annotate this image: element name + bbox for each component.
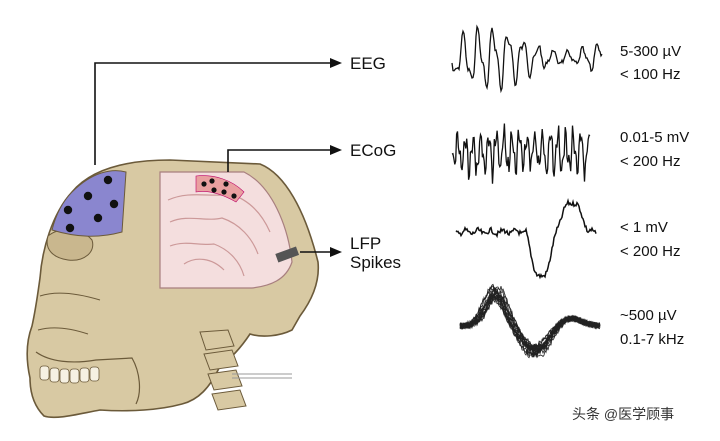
eeg-trace <box>451 24 603 94</box>
eeg-scalp-region <box>51 170 127 237</box>
lfp-arrowhead <box>330 247 342 257</box>
eeg-arrowhead <box>330 58 342 68</box>
spikes-label: Spikes <box>350 253 401 272</box>
jaw <box>35 351 141 405</box>
lfp-label: LFP <box>350 234 381 253</box>
teeth <box>39 365 100 384</box>
ecog-arrowhead <box>330 145 342 155</box>
spike-waveform <box>459 283 601 359</box>
eeg-label: EEG <box>350 54 386 73</box>
spike-waveforms <box>459 283 601 359</box>
ecog-electrode <box>209 178 215 184</box>
lfp-frequency: < 200 Hz <box>620 243 680 260</box>
spike-frequency: 0.1-7 kHz <box>620 331 684 348</box>
ecog-electrode <box>231 193 237 199</box>
ecog-frequency: < 200 Hz <box>620 153 680 170</box>
ecog-electrode <box>211 187 217 193</box>
watermark: 头条 @医学顾事 <box>572 406 674 422</box>
ecog-connector <box>227 149 330 172</box>
ecog-electrode <box>201 181 207 187</box>
eeg-electrode <box>83 191 93 201</box>
eeg-amplitude: 5-300 µV <box>620 43 681 60</box>
cheekbone <box>37 292 101 335</box>
ecog-label: ECoG <box>350 141 396 160</box>
lfp-amplitude: < 1 mV <box>620 219 668 236</box>
eeg-electrode <box>63 205 73 215</box>
image-credit <box>232 373 292 379</box>
lfp-trace <box>455 198 597 280</box>
eeg-electrode <box>93 213 103 223</box>
eeg-electrode <box>103 175 113 185</box>
spine <box>199 329 247 411</box>
ecog-amplitude: 0.01-5 mV <box>620 129 689 146</box>
spike-waveform <box>459 289 601 356</box>
eeg-frequency: < 100 Hz <box>620 66 680 83</box>
eeg-electrode <box>109 199 119 209</box>
ecog-trace <box>451 123 591 184</box>
spike-waveform <box>459 290 601 353</box>
brain-cutaway <box>159 171 293 289</box>
ecog-electrode <box>223 181 229 187</box>
eeg-connector <box>94 62 330 165</box>
eeg-electrode <box>65 223 75 233</box>
spike-amplitude: ~500 µV <box>620 307 677 324</box>
eeg-electrodes <box>63 175 119 233</box>
ecog-electrodes <box>201 178 237 199</box>
lfp-probe <box>275 246 300 263</box>
ecog-electrode <box>221 189 227 195</box>
